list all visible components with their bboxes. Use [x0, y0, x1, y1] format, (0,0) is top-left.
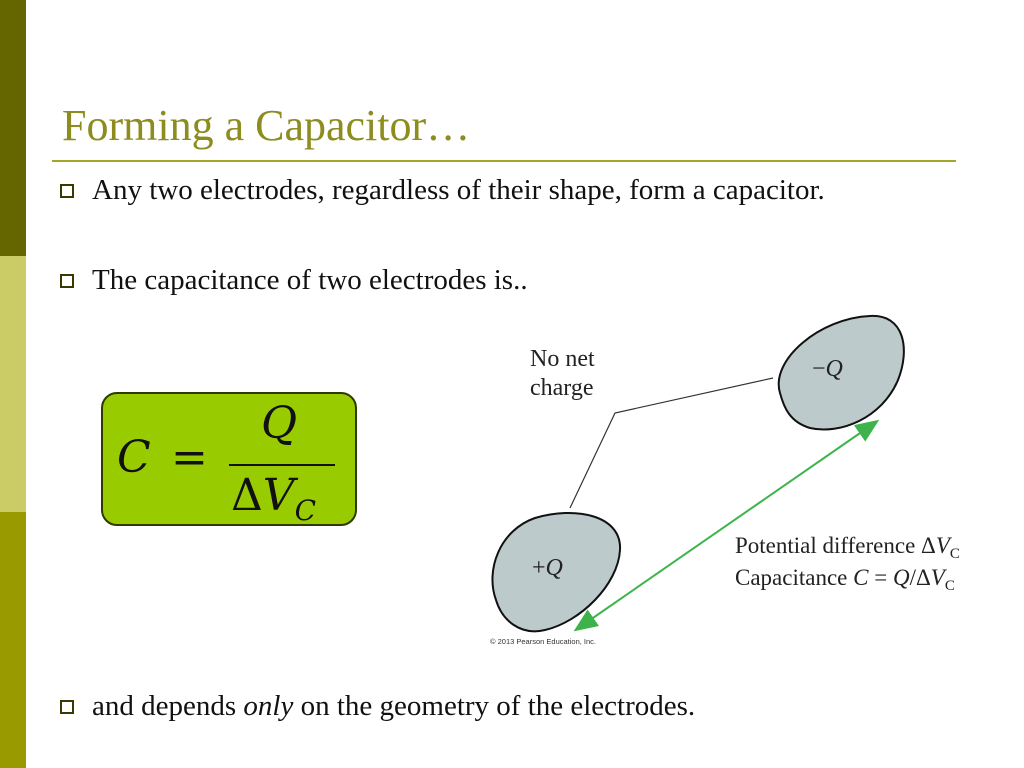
bullet-text: The capacitance of two electrodes is..	[92, 264, 528, 296]
formula-lhs: C	[117, 432, 151, 483]
bullet-item: and depends only on the geometry of the …	[60, 688, 940, 724]
side-bar-top	[0, 0, 26, 256]
formula-denominator: ΔVC	[231, 470, 316, 527]
bullet-item: Any two electrodes, regardless of their …	[60, 172, 940, 208]
no-net-charge-leader	[569, 377, 774, 509]
side-bar-middle	[0, 256, 26, 512]
potential-difference-label: Potential difference ΔVC	[735, 533, 960, 562]
emphasis: only	[243, 690, 294, 722]
negative-charge-label: −Q	[812, 356, 843, 382]
square-bullet-icon	[60, 184, 74, 198]
capacitance-label: Capacitance C = Q/ΔVC	[735, 565, 955, 594]
formula-numerator: Q	[261, 398, 298, 449]
fraction-bar	[229, 464, 335, 466]
square-bullet-icon	[60, 274, 74, 288]
formula-equals: =	[171, 432, 208, 483]
positive-charge-label: +Q	[532, 555, 563, 581]
potential-difference-arrow	[573, 419, 880, 632]
bullet-item: The capacitance of two electrodes is..	[60, 262, 940, 298]
title-divider	[52, 160, 956, 162]
bullet-text: and depends only on the geometry of the …	[92, 690, 696, 722]
bullet-text: Any two electrodes, regardless of their …	[92, 174, 825, 206]
capacitance-formula: C = Q ΔVC	[101, 392, 357, 527]
square-bullet-icon	[60, 700, 74, 714]
side-bar-bottom	[0, 512, 26, 768]
copyright-notice: © 2013 Pearson Education, Inc.	[490, 637, 597, 646]
diagram-graphic	[491, 314, 905, 633]
slide-title: Forming a Capacitor…	[62, 101, 471, 150]
